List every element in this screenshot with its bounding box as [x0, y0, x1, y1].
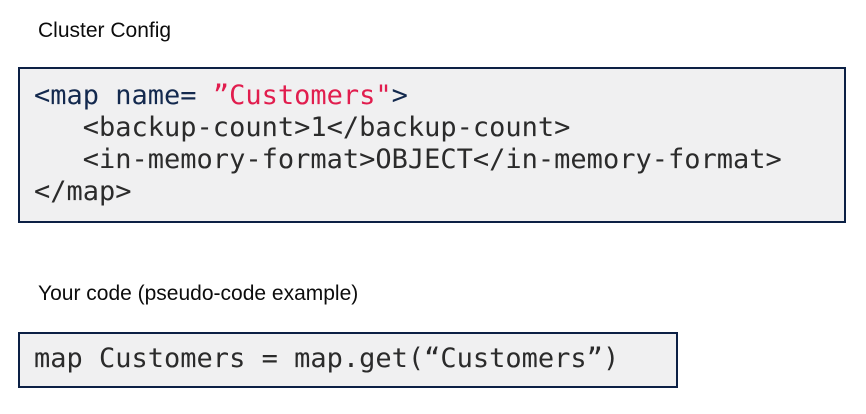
code-segment: ”Customers"	[212, 80, 392, 111]
code-line: </map>	[34, 176, 830, 208]
code-segment: </map>	[34, 176, 132, 207]
code-line: <map name= ”Customers">	[34, 80, 830, 112]
code-segment: <map name=	[34, 80, 213, 111]
cluster-config-heading: Cluster Config	[38, 19, 172, 42]
code-line: <backup-count>1</backup-count>	[34, 112, 830, 144]
cluster-config-code: <map name= ”Customers"> <backup-count>1<…	[34, 80, 830, 208]
your-code-block: map Customers = map.get(“Customers”)	[18, 332, 678, 388]
code-segment: <backup-count>1</backup-count>	[34, 112, 571, 143]
your-code-line: map Customers = map.get(“Customers”)	[34, 343, 620, 374]
code-segment: <in-memory-format>OBJECT</in-memory-form…	[34, 144, 782, 175]
your-code-heading: Your code (pseudo-code example)	[38, 282, 359, 305]
code-segment: >	[391, 80, 408, 111]
cluster-config-code-block: <map name= ”Customers"> <backup-count>1<…	[18, 67, 846, 223]
code-line: <in-memory-format>OBJECT</in-memory-form…	[34, 144, 830, 176]
